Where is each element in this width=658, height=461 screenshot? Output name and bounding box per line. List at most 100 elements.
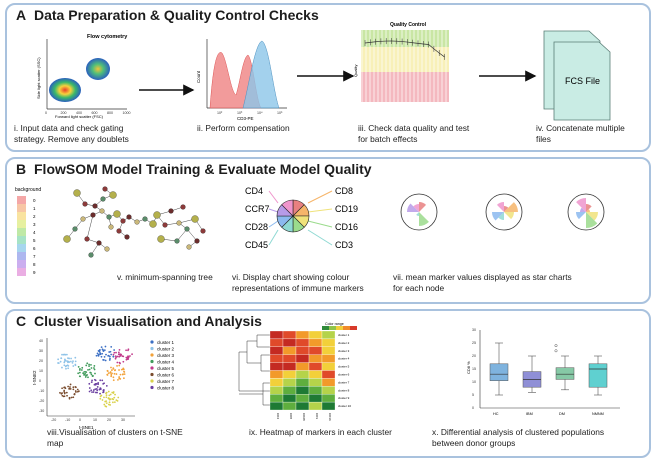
heat-cell — [282, 378, 297, 387]
legend-label: 8 — [33, 262, 36, 267]
heat-cell — [282, 330, 297, 340]
tsne-legend-label: cluster 6 — [157, 373, 175, 378]
tsne-legend-dot — [150, 372, 154, 377]
heat-cell — [308, 330, 323, 340]
mst-node — [157, 235, 165, 243]
heat-col-label: CD28 — [302, 413, 306, 421]
heat-cell — [295, 346, 310, 355]
cell-population-2 — [86, 58, 110, 80]
mst-node — [126, 214, 132, 220]
heat-cell — [282, 401, 297, 411]
mst-node — [108, 224, 114, 230]
box — [555, 367, 575, 380]
legend-label: 7 — [33, 254, 36, 259]
flow-xlabel: Forward light scatter (FSC) — [55, 114, 104, 119]
tsne-legend-label: cluster 7 — [157, 379, 175, 384]
flow-title: Flow cytometry — [87, 34, 128, 40]
mst-node — [96, 240, 102, 246]
box-ytick: 30 — [472, 328, 476, 332]
mst-node — [90, 212, 96, 218]
tsne-legend-dot — [150, 340, 154, 344]
heat-cell — [269, 338, 284, 347]
heat-cell — [269, 354, 284, 363]
qc-title: Quality Control — [390, 22, 427, 28]
legend-label: 9 — [33, 270, 36, 275]
tsne-ylabel: t-SNE2 — [32, 370, 37, 385]
tsne-legend-dot — [150, 346, 154, 351]
heat-row-label: cluster 6 — [338, 373, 350, 377]
heat-cell — [321, 386, 336, 395]
marker-label: CD8 — [335, 186, 353, 196]
flow-ylabel: Side light scatter (SSC) — [36, 57, 41, 99]
legend-label: 3 — [33, 222, 36, 227]
mst-node — [134, 219, 140, 225]
mst-node — [116, 228, 122, 234]
heat-cell — [308, 386, 323, 395]
fcs-files-icon: FCS File — [543, 30, 611, 121]
mst-node — [184, 226, 190, 232]
mst-node — [73, 189, 81, 197]
mst-node — [113, 210, 121, 218]
box-ytick: 15 — [472, 367, 476, 371]
mst-node — [100, 196, 106, 202]
box-ytick: 5 — [472, 393, 474, 397]
legend-label: 1 — [33, 206, 36, 211]
box-ytick: 10 — [472, 380, 476, 384]
marker-label: CD3 — [335, 240, 353, 250]
heat-cell — [308, 346, 323, 355]
heat-cell — [321, 330, 336, 340]
heat-cell — [321, 401, 336, 411]
tsne-legend-label: cluster 5 — [157, 366, 175, 371]
heat-cell — [295, 386, 310, 395]
mst-node — [194, 238, 200, 244]
caption-b1: v. minimum-spanning tree — [117, 272, 213, 282]
heat-cell — [269, 386, 284, 395]
heat-cell — [295, 394, 310, 403]
comp-ylabel: Count — [196, 70, 201, 83]
box-ytick: 25 — [472, 341, 476, 345]
heat-cell — [269, 346, 284, 355]
mst-node — [102, 186, 108, 192]
tsne-legend-dot — [150, 366, 154, 370]
heat-cell — [321, 362, 336, 371]
heat-cell — [282, 370, 297, 379]
box-group-label: NMNM — [592, 412, 604, 416]
mst-node — [191, 215, 199, 223]
tsne-legend-label: cluster 4 — [157, 360, 175, 365]
heat-cell — [321, 370, 336, 379]
marker-label: CCR7 — [245, 204, 270, 214]
heat-cell — [321, 394, 336, 403]
legend-swatch — [17, 236, 26, 244]
quality-control-chart: Quality Control Quality — [353, 22, 449, 102]
heat-row-label: cluster 9 — [338, 396, 350, 400]
heat-cell — [308, 394, 323, 403]
heat-cell — [308, 401, 323, 411]
tsne-legend-dot — [150, 379, 154, 383]
legend-swatch — [17, 268, 26, 276]
tsne-legend-label: cluster 3 — [157, 353, 175, 358]
flow-tick: 0 — [45, 111, 47, 115]
box-group-label: IBM — [526, 412, 533, 416]
heat-row-label: cluster 1 — [338, 333, 350, 337]
minimum-spanning-tree — [63, 186, 206, 258]
cell-population-1 — [49, 78, 81, 102]
heat-cell — [295, 354, 310, 363]
heat-col-label: CD4 — [276, 413, 280, 419]
mst-node — [63, 235, 71, 243]
mst-node — [180, 204, 186, 210]
heat-cell — [282, 386, 297, 395]
comp-tick: 10³ — [237, 111, 243, 115]
heat-cell — [282, 394, 297, 403]
legend-swatch — [17, 244, 26, 252]
heat-cell — [308, 378, 323, 387]
flow-tick: 800 — [107, 111, 113, 115]
mst-node — [80, 216, 86, 222]
